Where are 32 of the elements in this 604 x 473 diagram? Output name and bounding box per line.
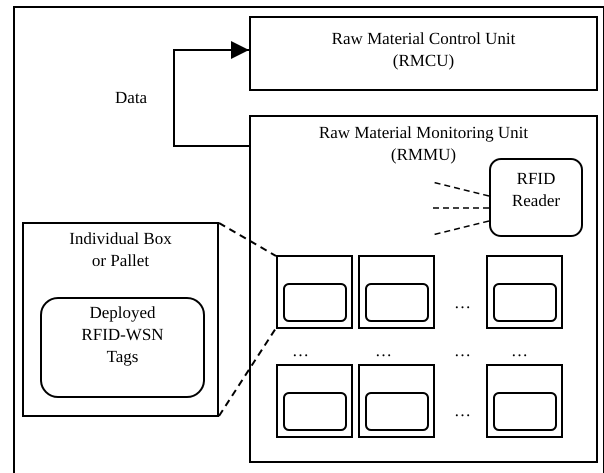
- tag-shape: [365, 392, 429, 431]
- unit-box: [249, 115, 598, 463]
- node-label: Raw Material Monitoring Unit (RMMU): [318, 122, 530, 166]
- edge-label: Data: [115, 89, 148, 106]
- tag-shape: [493, 392, 557, 431]
- node-label: RFID Reader: [510, 168, 562, 212]
- ellipsis: …: [454, 294, 471, 311]
- ellipsis: …: [375, 342, 392, 359]
- unit-box: [22, 222, 219, 417]
- rack-cell: [358, 255, 435, 329]
- tag-shape: [365, 283, 429, 322]
- node-label: Deployed RFID-WSN Tags: [80, 302, 165, 368]
- reader-box: [489, 158, 583, 237]
- tag-shape: [283, 392, 347, 431]
- rack-cell: [358, 364, 435, 438]
- tag-box: [40, 297, 205, 398]
- dashed-line: [218, 327, 277, 417]
- tag-shape: [283, 283, 347, 322]
- ellipsis: …: [454, 402, 471, 419]
- node-label: Raw Material Control Unit (RMCU): [330, 28, 516, 72]
- rack-cell: [276, 364, 353, 438]
- rack-cell: [486, 364, 563, 438]
- rack-cell: [276, 255, 353, 329]
- ellipsis: …: [292, 342, 309, 359]
- arrow: [173, 41, 249, 147]
- unit-box: [249, 16, 598, 91]
- tag-shape: [493, 283, 557, 322]
- node-label: Individual Box or Pallet: [68, 228, 173, 272]
- rack-cell: [486, 255, 563, 329]
- ellipsis: …: [454, 342, 471, 359]
- dashed-line: [218, 222, 276, 257]
- ellipsis: …: [511, 342, 528, 359]
